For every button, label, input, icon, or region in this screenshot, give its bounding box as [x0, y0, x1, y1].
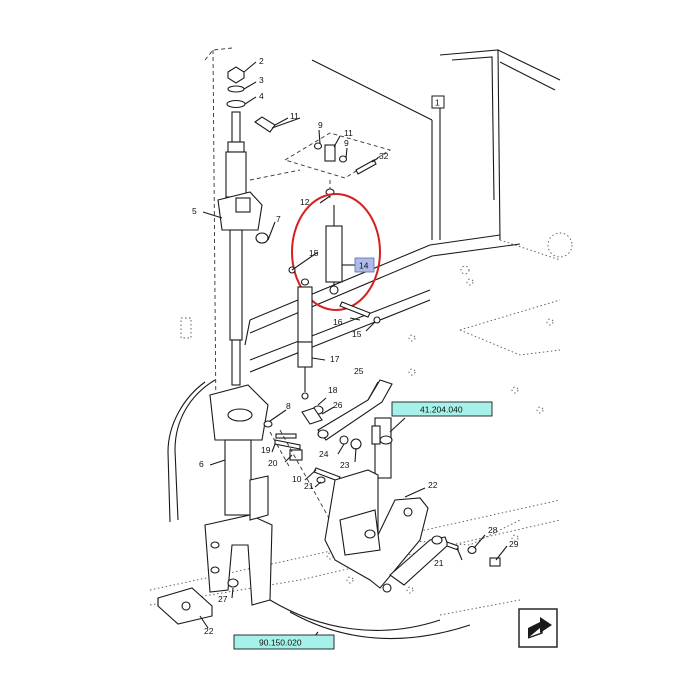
callout-16: 16 [333, 317, 343, 327]
pin-part-16 [339, 301, 381, 324]
leader-lines [199, 59, 508, 643]
callout-12: 11 [344, 128, 353, 138]
gas-strut-part-14 [325, 205, 343, 295]
steering-column [204, 66, 273, 606]
next-page-arrow-icon[interactable] [518, 608, 558, 648]
callout-1: 1 [435, 98, 440, 108]
callout-17: 17 [330, 354, 340, 364]
callout-21: 21 [434, 558, 444, 568]
reference-text-90-150-020[interactable]: 90.150.020 [259, 638, 302, 648]
callout-1-box: 1 [431, 95, 445, 109]
callout-30: 28 [488, 525, 498, 535]
callout-26: 24 [319, 449, 329, 459]
callout-8: 8 [286, 401, 291, 411]
callout-11: 11 [290, 111, 299, 121]
callout-15a: 15 [309, 248, 319, 258]
upper-hardware [313, 142, 377, 196]
callout-15b: 15 [352, 329, 362, 339]
base-bracket-part-24 [324, 469, 459, 593]
bracket-part-22 [157, 587, 213, 625]
bolts-30-31 [467, 545, 501, 567]
callout-2: 2 [259, 56, 264, 66]
callout-6: 6 [199, 459, 204, 469]
reference-text-41-204-040[interactable]: 41.204.040 [420, 405, 463, 415]
callout-29: 27 [218, 594, 228, 604]
callout-14-box: 14 [354, 257, 375, 273]
callout-22: 22 [204, 626, 214, 636]
callout-19: 19 [261, 445, 271, 455]
callout-32: 32 [379, 151, 389, 161]
callout-20: 20 [268, 458, 278, 468]
callout-13: 12 [300, 197, 310, 207]
callout-28: 26 [333, 400, 343, 410]
callout-23: 21 [304, 481, 314, 491]
callout-10: 10 [292, 474, 302, 484]
reference-box-41-204-040[interactable]: 41.204.040 [391, 401, 493, 417]
callout-18: 18 [328, 385, 338, 395]
callout-24: 22 [428, 480, 438, 490]
callout-5: 5 [192, 206, 197, 216]
callout-4: 4 [259, 91, 264, 101]
callout-25: 23 [340, 460, 350, 470]
callout-3: 3 [259, 75, 264, 85]
gas-strut-part-17 [288, 266, 313, 400]
callout-7: 7 [276, 214, 281, 224]
callout-9a: 9 [318, 120, 323, 130]
cab-frame [149, 47, 573, 639]
callout-numbers: 2 3 4 11 9 11 9 32 12 5 7 15 16 15 17 25… [192, 56, 519, 636]
callout-14: 14 [359, 261, 369, 271]
highlight-circle [291, 193, 381, 311]
callout-31: 29 [509, 539, 519, 549]
callout-9b: 9 [344, 138, 349, 148]
callout-27: 25 [354, 366, 364, 376]
reference-box-90-150-020[interactable]: 90.150.020 [233, 634, 335, 650]
